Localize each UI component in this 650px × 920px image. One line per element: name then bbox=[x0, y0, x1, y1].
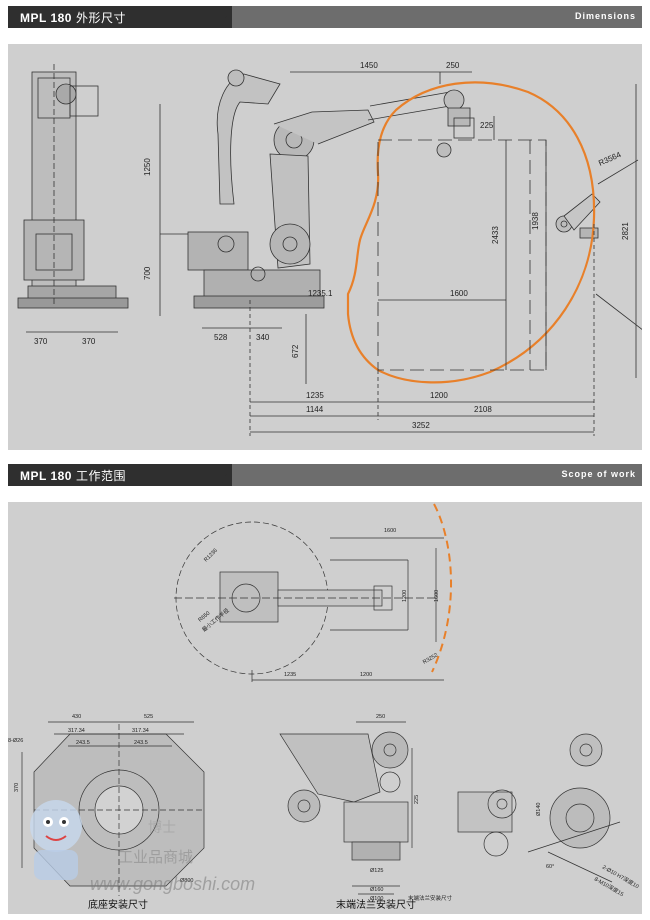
dim-h-2821: 2821 bbox=[621, 222, 630, 240]
dim-side-width-b: 370 bbox=[82, 337, 96, 346]
dim-row1-a: 1235 bbox=[306, 391, 324, 400]
watermark-brand: 工业品商城 bbox=[118, 849, 193, 866]
scope-title-en: Scope of work bbox=[561, 469, 636, 479]
dim-h-1938: 1938 bbox=[531, 212, 540, 230]
flange-dia-c: Ø100 bbox=[370, 896, 383, 902]
flange-dia-b: Ø160 bbox=[370, 887, 383, 893]
dim-radius: R3564 bbox=[597, 150, 623, 168]
dim-base-a: 528 bbox=[214, 333, 228, 342]
watermark-mark: 博士 bbox=[148, 819, 176, 835]
robot-side-view bbox=[17, 64, 129, 309]
watermark-url: www.gongboshi.com bbox=[90, 874, 255, 894]
dim-inner-reach: 1235.1 bbox=[308, 289, 333, 298]
dim-upper-arm: 1450 bbox=[360, 61, 378, 70]
flange-note: 末端法兰安装尺寸 bbox=[408, 894, 453, 902]
dim-row2-a: 1144 bbox=[306, 405, 324, 414]
scope-bottom-a: 1235 bbox=[284, 672, 296, 678]
base-mid-a: 317.34 bbox=[68, 728, 85, 734]
scope-panel: 1600 1200 1600 R1236 R3252 R650 最小工作半径 1… bbox=[8, 502, 642, 914]
flange-v: Ø140 bbox=[536, 803, 542, 816]
dim-row1-b: 1200 bbox=[430, 391, 448, 400]
base-caption: 底座安装尺寸 bbox=[88, 898, 148, 911]
mascot-logo bbox=[30, 800, 82, 880]
base-top-b: 525 bbox=[144, 714, 153, 720]
flange-dia-a: Ø125 bbox=[370, 868, 383, 874]
dimensions-panel: 1450 250 225 1250 700 370 370 528 340 R3… bbox=[8, 44, 649, 450]
robot-front-view bbox=[187, 69, 475, 309]
scope-v-1200: 1200 bbox=[402, 590, 408, 602]
base-hole: 8-Ø26 bbox=[8, 738, 23, 744]
dim-total: 3252 bbox=[412, 421, 430, 430]
watermark: 博士 工业品商城 www.gongboshi.com bbox=[30, 800, 255, 894]
dim-row2-b: 2108 bbox=[474, 405, 492, 414]
base-side: 370 bbox=[14, 783, 20, 792]
base-top-a: 430 bbox=[72, 714, 81, 720]
flange-side: 225 bbox=[414, 795, 420, 804]
scope-top-width: 1600 bbox=[384, 528, 396, 534]
base-low-b: 243.5 bbox=[134, 740, 148, 746]
base-mid-b: 317.34 bbox=[132, 728, 149, 734]
scope-v-1600: 1600 bbox=[434, 590, 440, 602]
base-low-a: 243.5 bbox=[76, 740, 90, 746]
dim-tool-offset-top: 250 bbox=[446, 61, 460, 70]
dimensions-title-en: Dimensions bbox=[574, 11, 636, 21]
dim-side-width-a: 370 bbox=[34, 337, 48, 346]
dim-height-upper: 1250 bbox=[143, 158, 152, 176]
flange-top: 250 bbox=[376, 714, 385, 720]
flange-caption: 末端法兰安装尺寸 bbox=[336, 898, 416, 911]
dim-tool-offset-v: 225 bbox=[480, 121, 494, 130]
dim-height-lower: 700 bbox=[143, 266, 152, 280]
base-dia: Ø800 bbox=[180, 878, 193, 884]
dim-work-width: 1600 bbox=[450, 289, 468, 298]
dim-base-b: 340 bbox=[256, 333, 270, 342]
scope-drawing: 1600 1200 1600 R1236 R3252 R650 最小工作半径 1… bbox=[8, 503, 640, 911]
dim-h-2433: 2433 bbox=[491, 226, 500, 244]
work-envelope-outline bbox=[346, 81, 596, 384]
dim-below-base: 672 bbox=[291, 344, 300, 358]
robot-arm-pose-right bbox=[555, 193, 601, 239]
dimensions-drawing: 1450 250 225 1250 700 370 370 528 340 R3… bbox=[17, 61, 649, 436]
flange-angle: 60° bbox=[546, 864, 554, 870]
scope-bottom-b: 1200 bbox=[360, 672, 372, 678]
scope-r-inner: R1236 bbox=[203, 548, 219, 564]
